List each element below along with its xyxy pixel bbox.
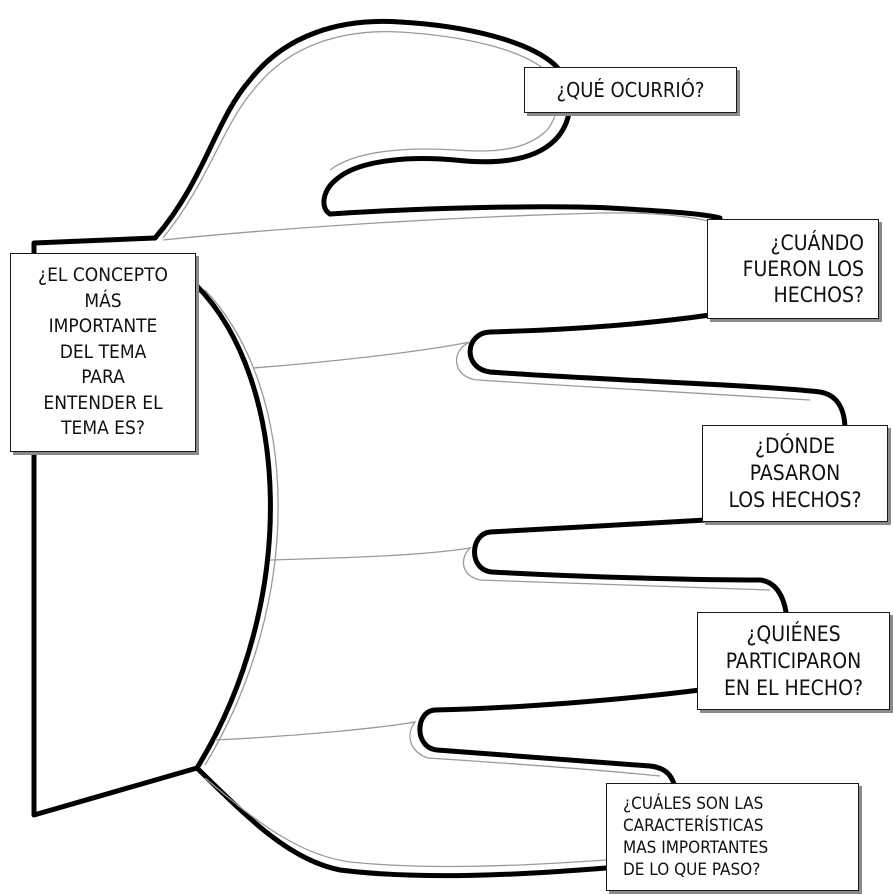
palm-inner-curve xyxy=(204,289,279,766)
concept-label: ¿EL CONCEPTO MÁS IMPORTANTE DEL TEMA PAR… xyxy=(10,253,196,452)
where-label: ¿DÓNDE PASARON LOS HECHOS? xyxy=(702,425,888,522)
middle-inner-line xyxy=(269,547,771,591)
hand-inner-lines xyxy=(162,30,811,868)
index-inner-line xyxy=(252,341,811,401)
index-finger-outline xyxy=(327,204,848,433)
characteristics-label: ¿CUÁLES SON LAS CARACTERÍSTICAS MAS IMPO… xyxy=(606,783,859,891)
who-label: ¿QUIÉNES PARTICIPARON EN EL HECHO? xyxy=(697,612,890,710)
what-happened-label: ¿QUÉ OCURRIÓ? xyxy=(524,67,737,113)
thumb-inner-line xyxy=(162,30,558,239)
knuckle-line-1 xyxy=(162,212,713,241)
little-inner-line xyxy=(204,777,607,868)
when-label: ¿CUÁNDO FUERON LOS HECHOS? xyxy=(707,219,879,319)
ring-inner-line xyxy=(214,721,661,777)
palm-curve xyxy=(193,282,273,771)
middle-finger-outline xyxy=(472,517,789,615)
ring-finger-outline xyxy=(417,687,703,787)
little-finger-outline xyxy=(194,765,609,879)
thumb-outline xyxy=(152,18,573,241)
